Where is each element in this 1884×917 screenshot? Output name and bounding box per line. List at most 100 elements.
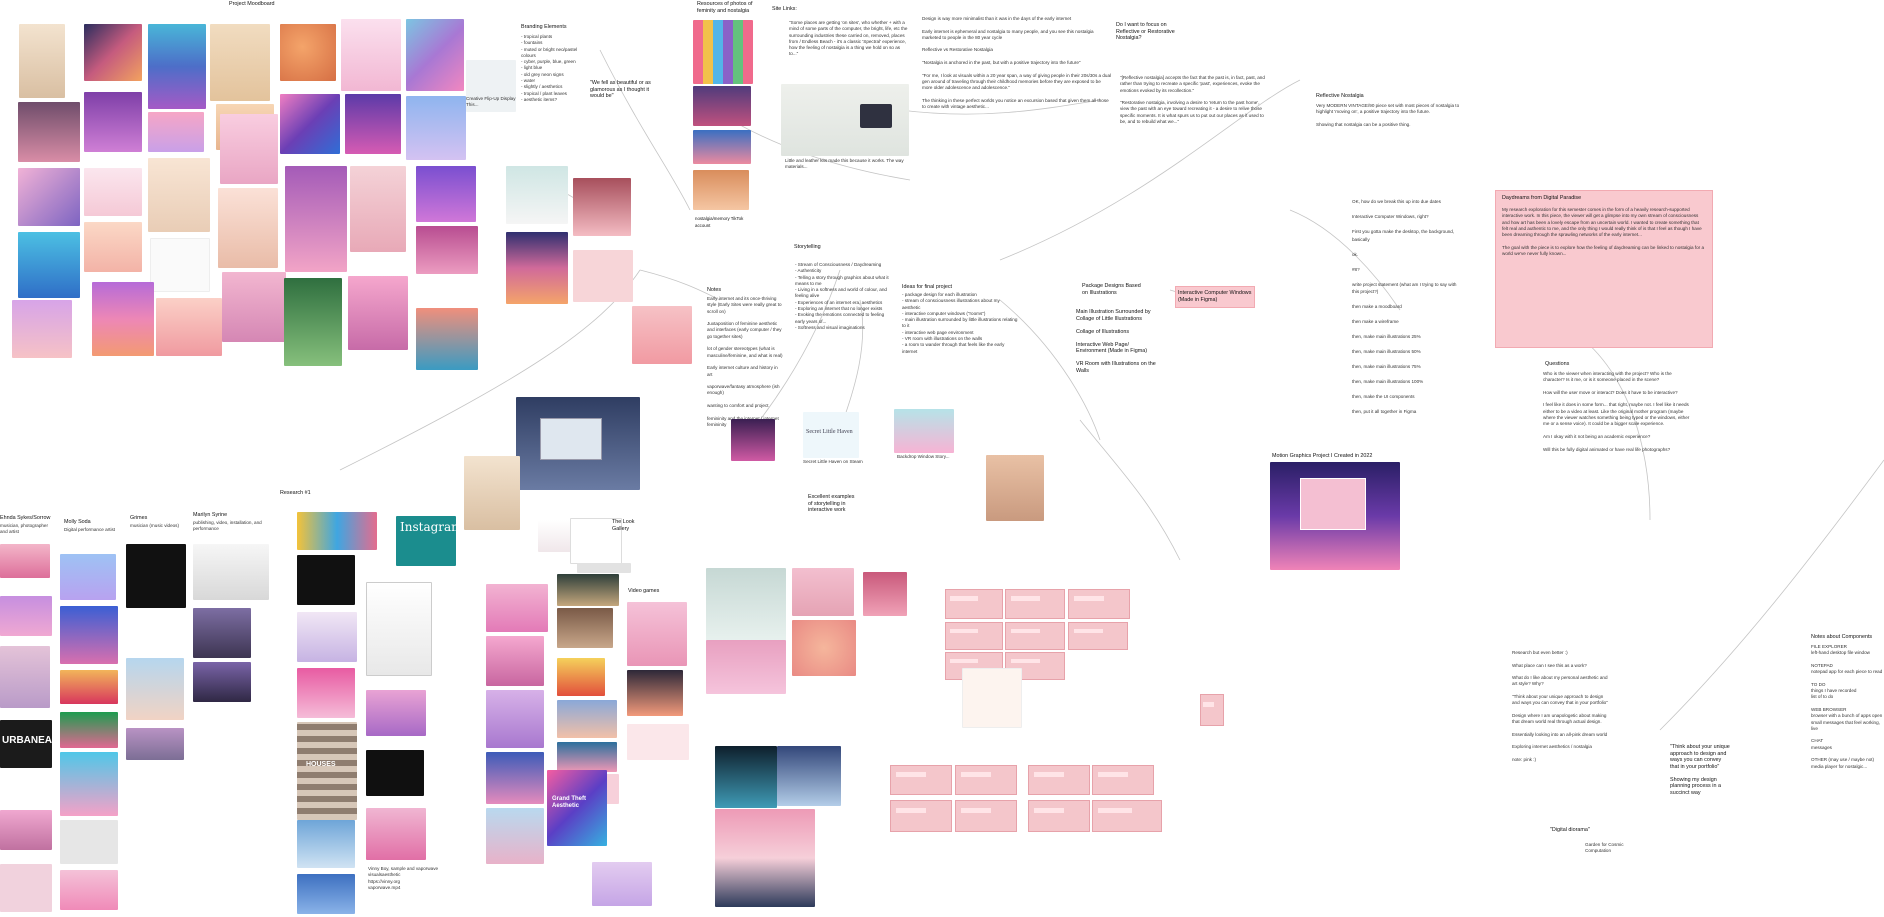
game-image[interactable] — [557, 658, 605, 696]
moodboard-image[interactable] — [416, 166, 476, 222]
moodboard-image[interactable] — [715, 746, 777, 808]
moodboard-image[interactable] — [466, 60, 516, 112]
moodboard-image[interactable] — [715, 809, 815, 907]
moodboard-image[interactable] — [84, 168, 142, 216]
moodboard-image[interactable] — [706, 568, 786, 644]
artist-image[interactable] — [0, 544, 50, 578]
moodboard-image[interactable] — [210, 24, 270, 101]
game-image[interactable] — [557, 742, 617, 772]
moodboard-image[interactable] — [285, 166, 347, 272]
ui-mockup[interactable] — [1028, 800, 1090, 832]
moodboard-image[interactable] — [777, 746, 841, 806]
moodboard-image[interactable] — [693, 130, 751, 164]
ui-mockup[interactable] — [1200, 694, 1224, 726]
artist-image[interactable] — [126, 728, 184, 760]
artist-image[interactable] — [193, 608, 251, 658]
artist-image[interactable] — [0, 864, 52, 912]
moodboard-image[interactable] — [863, 572, 907, 616]
moodboard-image[interactable] — [156, 298, 222, 356]
moodboard-image[interactable] — [341, 19, 401, 91]
artist-image[interactable] — [60, 712, 118, 748]
moodboard-image[interactable] — [92, 282, 154, 356]
game-image[interactable] — [557, 608, 613, 648]
artist-image[interactable] — [60, 670, 118, 704]
game-image[interactable] — [557, 574, 619, 606]
artist-image[interactable] — [0, 720, 52, 768]
moodboard-image[interactable] — [792, 620, 856, 676]
artist-image[interactable] — [193, 662, 251, 702]
ui-mockup[interactable] — [1028, 765, 1090, 795]
game-image[interactable] — [486, 752, 544, 804]
moodboard-image[interactable] — [18, 232, 80, 298]
research-image[interactable] — [297, 874, 355, 914]
gta-image[interactable] — [547, 770, 607, 846]
artist-image[interactable] — [0, 810, 52, 850]
moodboard-image[interactable] — [632, 306, 692, 364]
moodboard-image[interactable] — [148, 158, 210, 232]
research-image[interactable] — [366, 808, 426, 860]
moodboard-image[interactable] — [12, 300, 72, 358]
artist-image[interactable] — [193, 544, 269, 600]
moodboard-image[interactable] — [345, 94, 401, 154]
ui-mockup[interactable] — [1005, 589, 1065, 619]
moodboard-image[interactable] — [222, 272, 286, 342]
ui-mockup[interactable] — [1005, 652, 1065, 680]
artist-image[interactable] — [0, 646, 50, 708]
moodboard-image[interactable] — [84, 24, 142, 81]
research-image[interactable] — [297, 512, 377, 550]
moodboard-image[interactable] — [220, 114, 278, 184]
moodboard-image[interactable] — [406, 19, 464, 91]
research-image[interactable] — [297, 820, 355, 868]
moodboard-image[interactable] — [18, 168, 80, 226]
game-image[interactable] — [557, 700, 617, 738]
game-image[interactable] — [486, 584, 548, 632]
artist-image[interactable] — [126, 544, 186, 608]
moodboard-image[interactable] — [148, 24, 206, 109]
game-image[interactable] — [592, 862, 652, 906]
moodboard-image[interactable] — [573, 250, 633, 302]
moodboard-image[interactable] — [350, 166, 406, 252]
moodboard-image[interactable] — [577, 563, 631, 573]
ui-mockup[interactable] — [1005, 622, 1065, 650]
daydreams-card[interactable]: Daydreams from Digital Paradise My resea… — [1495, 190, 1713, 348]
moodboard-image[interactable] — [706, 640, 786, 694]
game-image[interactable] — [627, 670, 683, 716]
ui-mockup[interactable] — [1092, 765, 1154, 795]
ui-mockup[interactable] — [945, 622, 1003, 650]
ui-mockup[interactable] — [1092, 800, 1162, 832]
moodboard-image[interactable] — [464, 456, 520, 530]
moodboard-image[interactable] — [693, 86, 751, 126]
instagram-image[interactable] — [396, 516, 456, 566]
game-image[interactable] — [627, 724, 689, 760]
artist-image[interactable] — [60, 752, 118, 816]
game-image[interactable] — [627, 602, 687, 666]
moodboard-image[interactable] — [280, 94, 340, 154]
moodboard-image[interactable] — [792, 568, 854, 616]
scrunchies-image[interactable] — [693, 20, 753, 84]
example-window[interactable] — [731, 419, 775, 461]
ui-mockup[interactable] — [955, 800, 1017, 832]
moodboard-image[interactable] — [284, 278, 342, 366]
research-image[interactable] — [366, 690, 426, 736]
example-window[interactable] — [803, 412, 859, 458]
research-image[interactable] — [366, 582, 432, 676]
moodboard-image[interactable] — [150, 238, 210, 292]
artist-image[interactable] — [60, 870, 118, 910]
artist-image[interactable] — [0, 596, 52, 636]
moodboard-image[interactable] — [962, 668, 1022, 728]
game-image[interactable] — [486, 808, 544, 864]
moodboard-image[interactable] — [506, 166, 568, 224]
moodboard-image[interactable] — [416, 308, 478, 370]
moodboard-image[interactable] — [406, 96, 466, 160]
interactive-windows-box[interactable]: Interactive Computer Windows (Made in Fi… — [1175, 286, 1255, 308]
moodboard-image[interactable] — [693, 170, 749, 210]
ui-mockup[interactable] — [1068, 589, 1130, 619]
ui-mockup[interactable] — [890, 765, 952, 795]
moodboard-image[interactable] — [416, 226, 478, 274]
game-image[interactable] — [486, 636, 544, 686]
moodboard-image[interactable] — [84, 222, 142, 272]
artist-image[interactable] — [126, 658, 184, 720]
ui-mockup[interactable] — [1068, 622, 1128, 650]
moodboard-image[interactable] — [84, 92, 142, 152]
moodboard-image[interactable] — [18, 102, 80, 162]
